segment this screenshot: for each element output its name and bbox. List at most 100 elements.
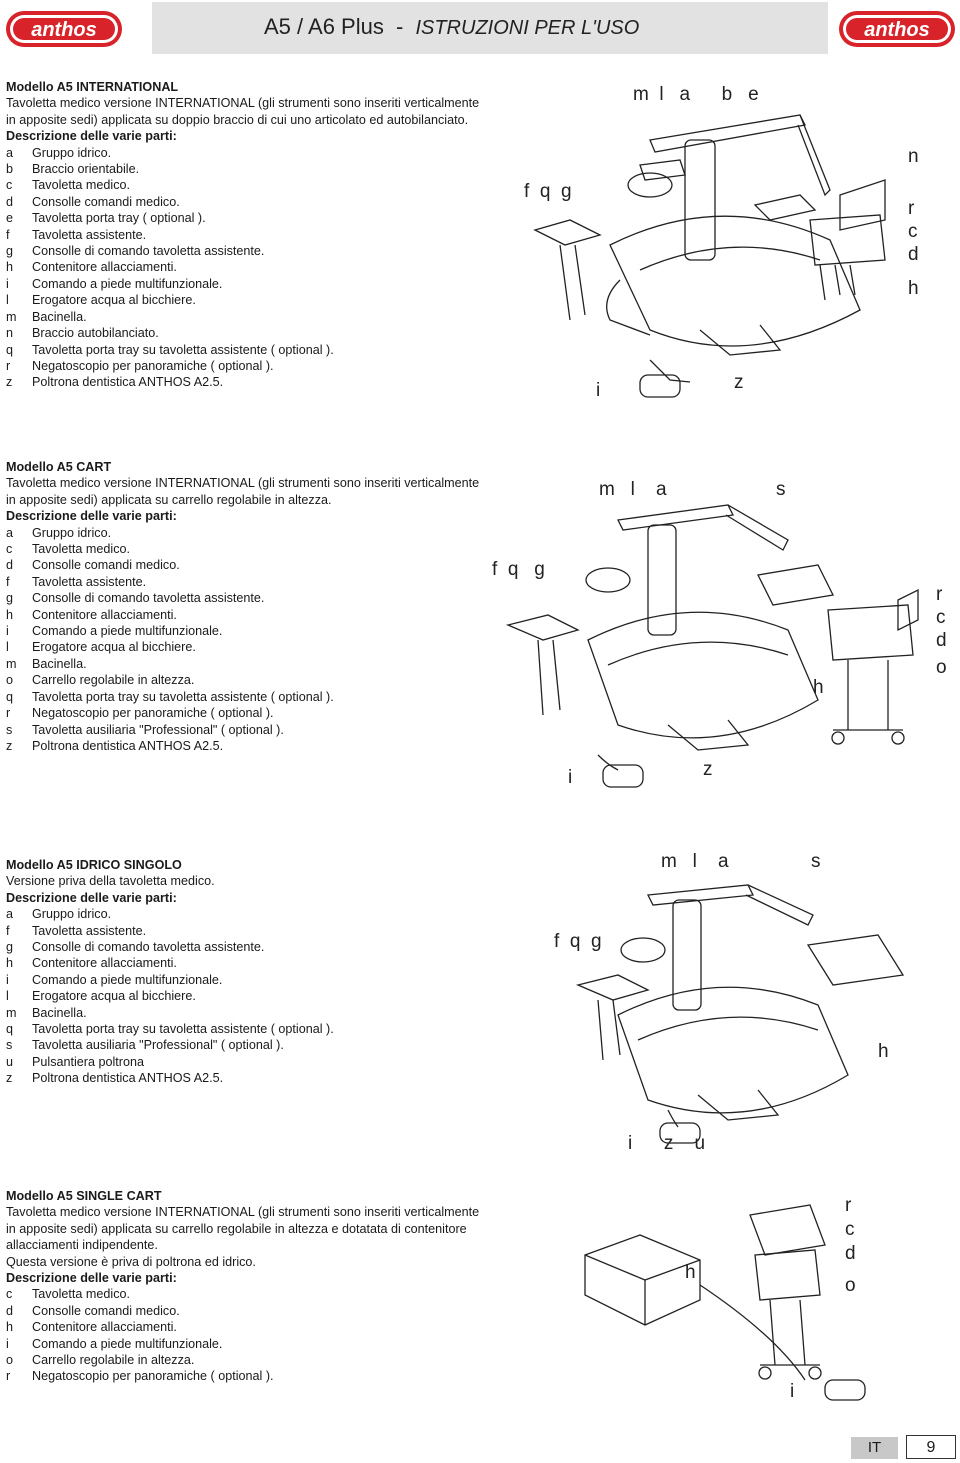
part-key: n [6, 326, 14, 341]
figure-label-r: r [908, 198, 915, 219]
part-key: g [6, 940, 14, 955]
part-key: r [6, 1369, 11, 1384]
part-key: f [6, 227, 10, 242]
parts-heading: Descrizione delle varie parti: [6, 890, 177, 905]
part-key: h [6, 607, 14, 622]
part-text: Consolle comandi medico. [32, 558, 180, 573]
part-item: d Consolle comandi medico. [6, 557, 486, 573]
figure-label-i: i [596, 380, 600, 401]
section-idrico-singolo: Modello A5 IDRICO SINGOLO Versione priva… [6, 857, 486, 1087]
figure-idrico-singolo: m l a s f q g h i z u [554, 851, 905, 1154]
part-key: u [6, 1054, 14, 1069]
part-key: r [6, 706, 11, 721]
figure-label-r: r [936, 584, 943, 605]
part-key: h [6, 1320, 14, 1335]
part-key: s [6, 722, 13, 737]
part-text: Contenitore allacciamenti. [32, 260, 177, 275]
part-text: Carrello regolabile in altezza. [32, 1353, 195, 1368]
part-text: Gruppo idrico. [32, 145, 112, 160]
part-item: h Contenitore allacciamenti. [6, 1319, 486, 1335]
part-key: m [6, 309, 17, 324]
part-text: Tavoletta assistente. [32, 227, 147, 242]
part-key: q [6, 689, 14, 704]
part-key: d [6, 558, 14, 573]
part-key: b [6, 162, 14, 177]
figure-label-bottom: i z u [628, 1133, 705, 1154]
figure-label-h: h [878, 1041, 889, 1062]
figure-label-c: c [936, 607, 946, 628]
dental-unit-drawing [575, 884, 905, 1144]
figure-label-left: f q g [554, 931, 602, 952]
figure-label-i: i [790, 1381, 794, 1402]
section-description: Versione priva della tavoletta medico. [6, 874, 215, 889]
part-text: Gruppo idrico. [32, 907, 112, 922]
parts-heading: Descrizione delle varie parti: [6, 509, 177, 524]
part-text: Tavoletta medico. [32, 542, 131, 557]
dental-unit-drawing [533, 114, 886, 398]
part-item: o Carrello regolabile in altezza. [6, 1352, 486, 1368]
figure-label-d: d [845, 1243, 856, 1264]
part-key: o [6, 1353, 14, 1368]
part-text: Comando a piede multifunzionale. [32, 624, 223, 639]
part-text: Contenitore allacciamenti. [32, 1320, 177, 1335]
part-text: Poltrona dentistica ANTHOS A2.5. [32, 1071, 224, 1086]
header-bar: A5 / A6 Plus - ISTRUZIONI PER L'USO [152, 2, 828, 54]
part-key: h [6, 260, 14, 275]
part-item: s Tavoletta ausiliaria "Professional" ( o… [6, 722, 486, 738]
part-text: Bacinella. [32, 309, 87, 324]
part-text: Tavoletta ausiliaria "Professional" ( op… [32, 1038, 284, 1053]
figure-label-z: z [734, 372, 744, 393]
figure-label-top: m l a b e [633, 84, 759, 105]
section-description: Tavoletta medico versione INTERNATIONAL … [6, 1205, 480, 1253]
language-badge: IT [851, 1437, 898, 1459]
part-text: Comando a piede multifunzionale. [32, 972, 223, 987]
part-key: a [6, 907, 14, 922]
part-key: z [6, 375, 13, 390]
part-text: Erogatore acqua al bicchiere. [32, 293, 196, 308]
logo-text: anthos [864, 19, 930, 41]
part-text: Negatoscopio per panoramiche ( optional … [32, 1369, 274, 1384]
part-text: Gruppo idrico. [32, 525, 112, 540]
part-text: Poltrona dentistica ANTHOS A2.5. [32, 738, 224, 753]
logo-text: anthos [31, 19, 97, 41]
figure-label-o: o [845, 1275, 856, 1296]
part-text: Negatoscopio per panoramiche ( optional … [32, 706, 274, 721]
part-text: Comando a piede multifunzionale. [32, 276, 223, 291]
part-key: i [6, 276, 9, 291]
figure-label-c: c [908, 221, 918, 242]
part-item: c Tavoletta medico. [6, 541, 486, 557]
part-key: g [6, 244, 14, 259]
part-text: Bacinella. [32, 656, 87, 671]
section-description-2: Questa versione è priva di poltrona ed i… [6, 1254, 256, 1269]
page-title: A5 / A6 Plus - ISTRUZIONI PER L'USO [264, 14, 639, 40]
section-description: Tavoletta medico versione INTERNATIONAL … [6, 476, 480, 507]
part-key: m [6, 1005, 17, 1020]
section-title: Modello A5 SINGLE CART [6, 1189, 162, 1203]
anthos-logo-left: anthos [6, 11, 122, 47]
figure-label-s: s [811, 851, 821, 872]
title-main: A5 / A6 Plus [264, 14, 384, 39]
figure-label-d: d [936, 630, 947, 651]
part-key: c [6, 542, 13, 557]
part-text: Carrello regolabile in altezza. [32, 673, 195, 688]
part-text: Tavoletta ausiliaria "Professional" ( op… [32, 722, 284, 737]
